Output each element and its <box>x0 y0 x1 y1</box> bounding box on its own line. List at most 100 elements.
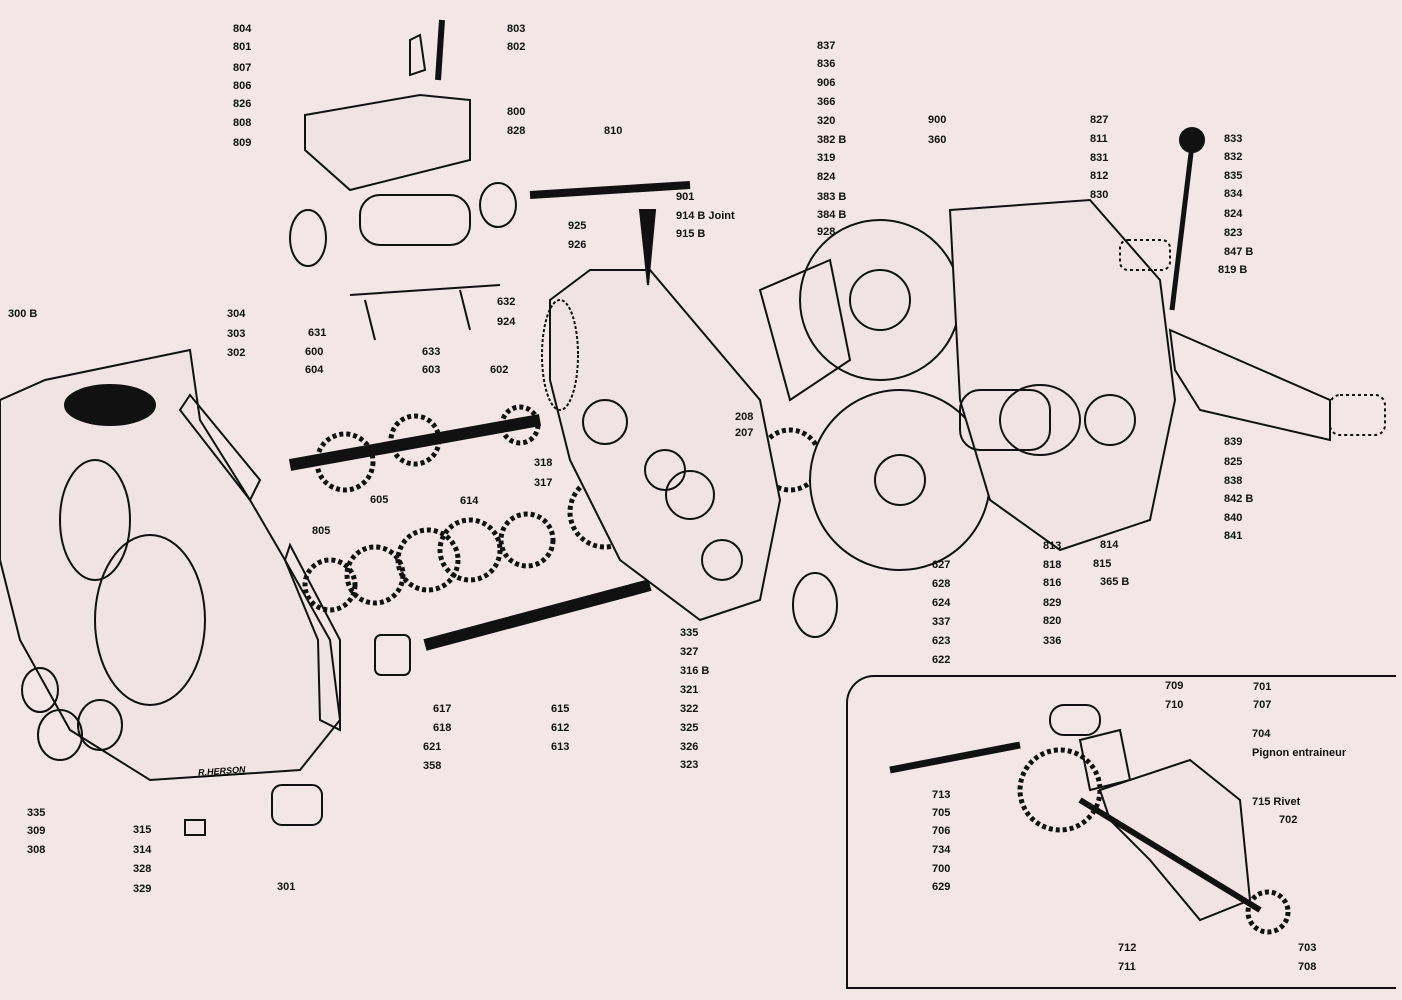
part-number-callout: 308 <box>27 844 46 856</box>
part-number-callout: 906 <box>817 77 836 89</box>
inset-part-number-callout: 705 <box>932 807 951 819</box>
part-number-callout: 841 <box>1224 530 1243 542</box>
part-number-callout: 326 <box>680 741 699 753</box>
part-number-callout: 924 <box>497 316 516 328</box>
inset-part-number-callout: 711 <box>1118 961 1136 973</box>
part-number-callout: 809 <box>233 137 252 149</box>
part-number-callout: 836 <box>817 58 836 70</box>
gasket-right <box>283 542 341 732</box>
part-number-callout: 830 <box>1090 189 1109 201</box>
part-number-callout: 320 <box>817 115 836 127</box>
inset-part-number-callout: 707 <box>1253 699 1272 711</box>
part-number-callout: 926 <box>568 239 587 251</box>
inset-part-number-callout: 710 <box>1165 699 1184 711</box>
part-number-callout: 831 <box>1090 152 1109 164</box>
inset-part-number-callout: 700 <box>932 863 951 875</box>
part-number-callout: 604 <box>305 364 324 376</box>
layshaft <box>423 579 652 651</box>
inset-part-number-callout: 706 <box>932 825 951 837</box>
part-number-callout: 622 <box>932 654 951 666</box>
part-number-callout: 829 <box>1043 597 1062 609</box>
part-number-callout: 813 <box>1043 540 1062 552</box>
part-number-callout: 614 <box>460 495 479 507</box>
inset-part-number-callout: Pignon entraineur <box>1252 747 1347 759</box>
part-number-callout: 633 <box>422 346 441 358</box>
clutch-plate <box>809 389 991 571</box>
part-number-callout: 825 <box>1224 456 1243 468</box>
part-number-callout: 322 <box>680 703 699 715</box>
part-number-callout: 621 <box>423 741 442 753</box>
part-number-callout: 602 <box>490 364 509 376</box>
part-number-callout: 842 B <box>1224 493 1254 505</box>
part-number-callout: 207 <box>735 427 754 439</box>
gear-lever <box>1169 144 1195 311</box>
part-number-callout: 314 <box>133 844 152 856</box>
part-number-callout: 335 <box>680 627 699 639</box>
part-number-callout: 365 B <box>1100 576 1130 588</box>
part-number-callout: 808 <box>233 117 252 129</box>
part-number-callout: 605 <box>370 494 389 506</box>
inset-part-number-callout: 629 <box>932 881 951 893</box>
inset-part-number-callout: 701 <box>1253 681 1272 693</box>
part-number-callout: 603 <box>422 364 441 376</box>
part-number-callout: 337 <box>932 616 951 628</box>
inset-part-number-callout: 712 <box>1118 942 1137 954</box>
part-number-callout: 915 B <box>676 228 706 240</box>
part-number-callout: 818 <box>1043 559 1062 571</box>
inset-part-number-callout: 709 <box>1165 680 1184 692</box>
part-number-callout: 815 <box>1093 558 1112 570</box>
part-number-callout: 600 <box>305 346 324 358</box>
inset-part-number-callout: 702 <box>1279 814 1298 826</box>
crankcase <box>0 348 342 782</box>
part-number-callout: 382 B <box>817 134 847 146</box>
part-number-callout: 624 <box>932 597 951 609</box>
inset-part-number-callout: 708 <box>1298 961 1317 973</box>
part-number-callout: 828 <box>507 125 526 137</box>
gasket <box>178 393 262 502</box>
inset-part-number-callout: 734 <box>932 844 951 856</box>
selector-cover <box>304 93 471 192</box>
part-number-callout: 838 <box>1224 475 1243 487</box>
part-number-callout: 360 <box>928 134 947 146</box>
oil-pump-inset <box>846 675 1396 989</box>
part-number-callout: 325 <box>680 722 699 734</box>
part-number-callout: 327 <box>680 646 699 658</box>
part-number-callout: 806 <box>233 80 252 92</box>
part-number-callout: 303 <box>227 328 246 340</box>
flywheel <box>799 219 961 381</box>
part-number-callout: 801 <box>233 41 252 53</box>
part-number-callout: 358 <box>423 760 442 772</box>
part-number-callout: 819 B <box>1218 264 1248 276</box>
part-number-callout: 805 <box>312 525 331 537</box>
part-number-callout: 316 B <box>680 665 710 677</box>
part-number-callout: 318 <box>534 457 553 469</box>
part-number-callout: 319 <box>817 152 836 164</box>
part-number-callout: 208 <box>735 411 754 423</box>
part-number-callout: 925 <box>568 220 587 232</box>
part-number-callout: 802 <box>507 41 526 53</box>
kickstart-lever <box>1168 328 1331 442</box>
part-number-callout: 335 <box>27 807 46 819</box>
inset-part-number-callout: 715 Rivet <box>1252 796 1301 808</box>
part-number-callout: 839 <box>1224 436 1243 448</box>
part-number-callout: 834 <box>1224 188 1243 200</box>
part-number-callout: 810 <box>604 125 623 137</box>
crankcase-bore <box>64 384 156 426</box>
inset-part-number-callout: 713 <box>932 789 951 801</box>
part-number-callout: 329 <box>133 883 152 895</box>
part-number-callout: 300 B <box>8 308 38 320</box>
part-number-callout: 914 B Joint <box>676 210 735 222</box>
part-number-callout: 309 <box>27 825 46 837</box>
part-number-callout: 315 <box>133 824 152 836</box>
part-number-callout: 826 <box>233 98 252 110</box>
center-plate <box>549 269 782 622</box>
part-number-callout: 837 <box>817 40 836 52</box>
part-number-callout: 301 <box>277 881 296 893</box>
part-number-callout: 823 <box>1224 227 1243 239</box>
part-number-callout: 807 <box>233 62 252 74</box>
inset-part-number-callout: 704 <box>1252 728 1271 740</box>
part-number-callout: 612 <box>551 722 570 734</box>
part-number-callout: 832 <box>1224 151 1243 163</box>
part-number-callout: 812 <box>1090 170 1109 182</box>
